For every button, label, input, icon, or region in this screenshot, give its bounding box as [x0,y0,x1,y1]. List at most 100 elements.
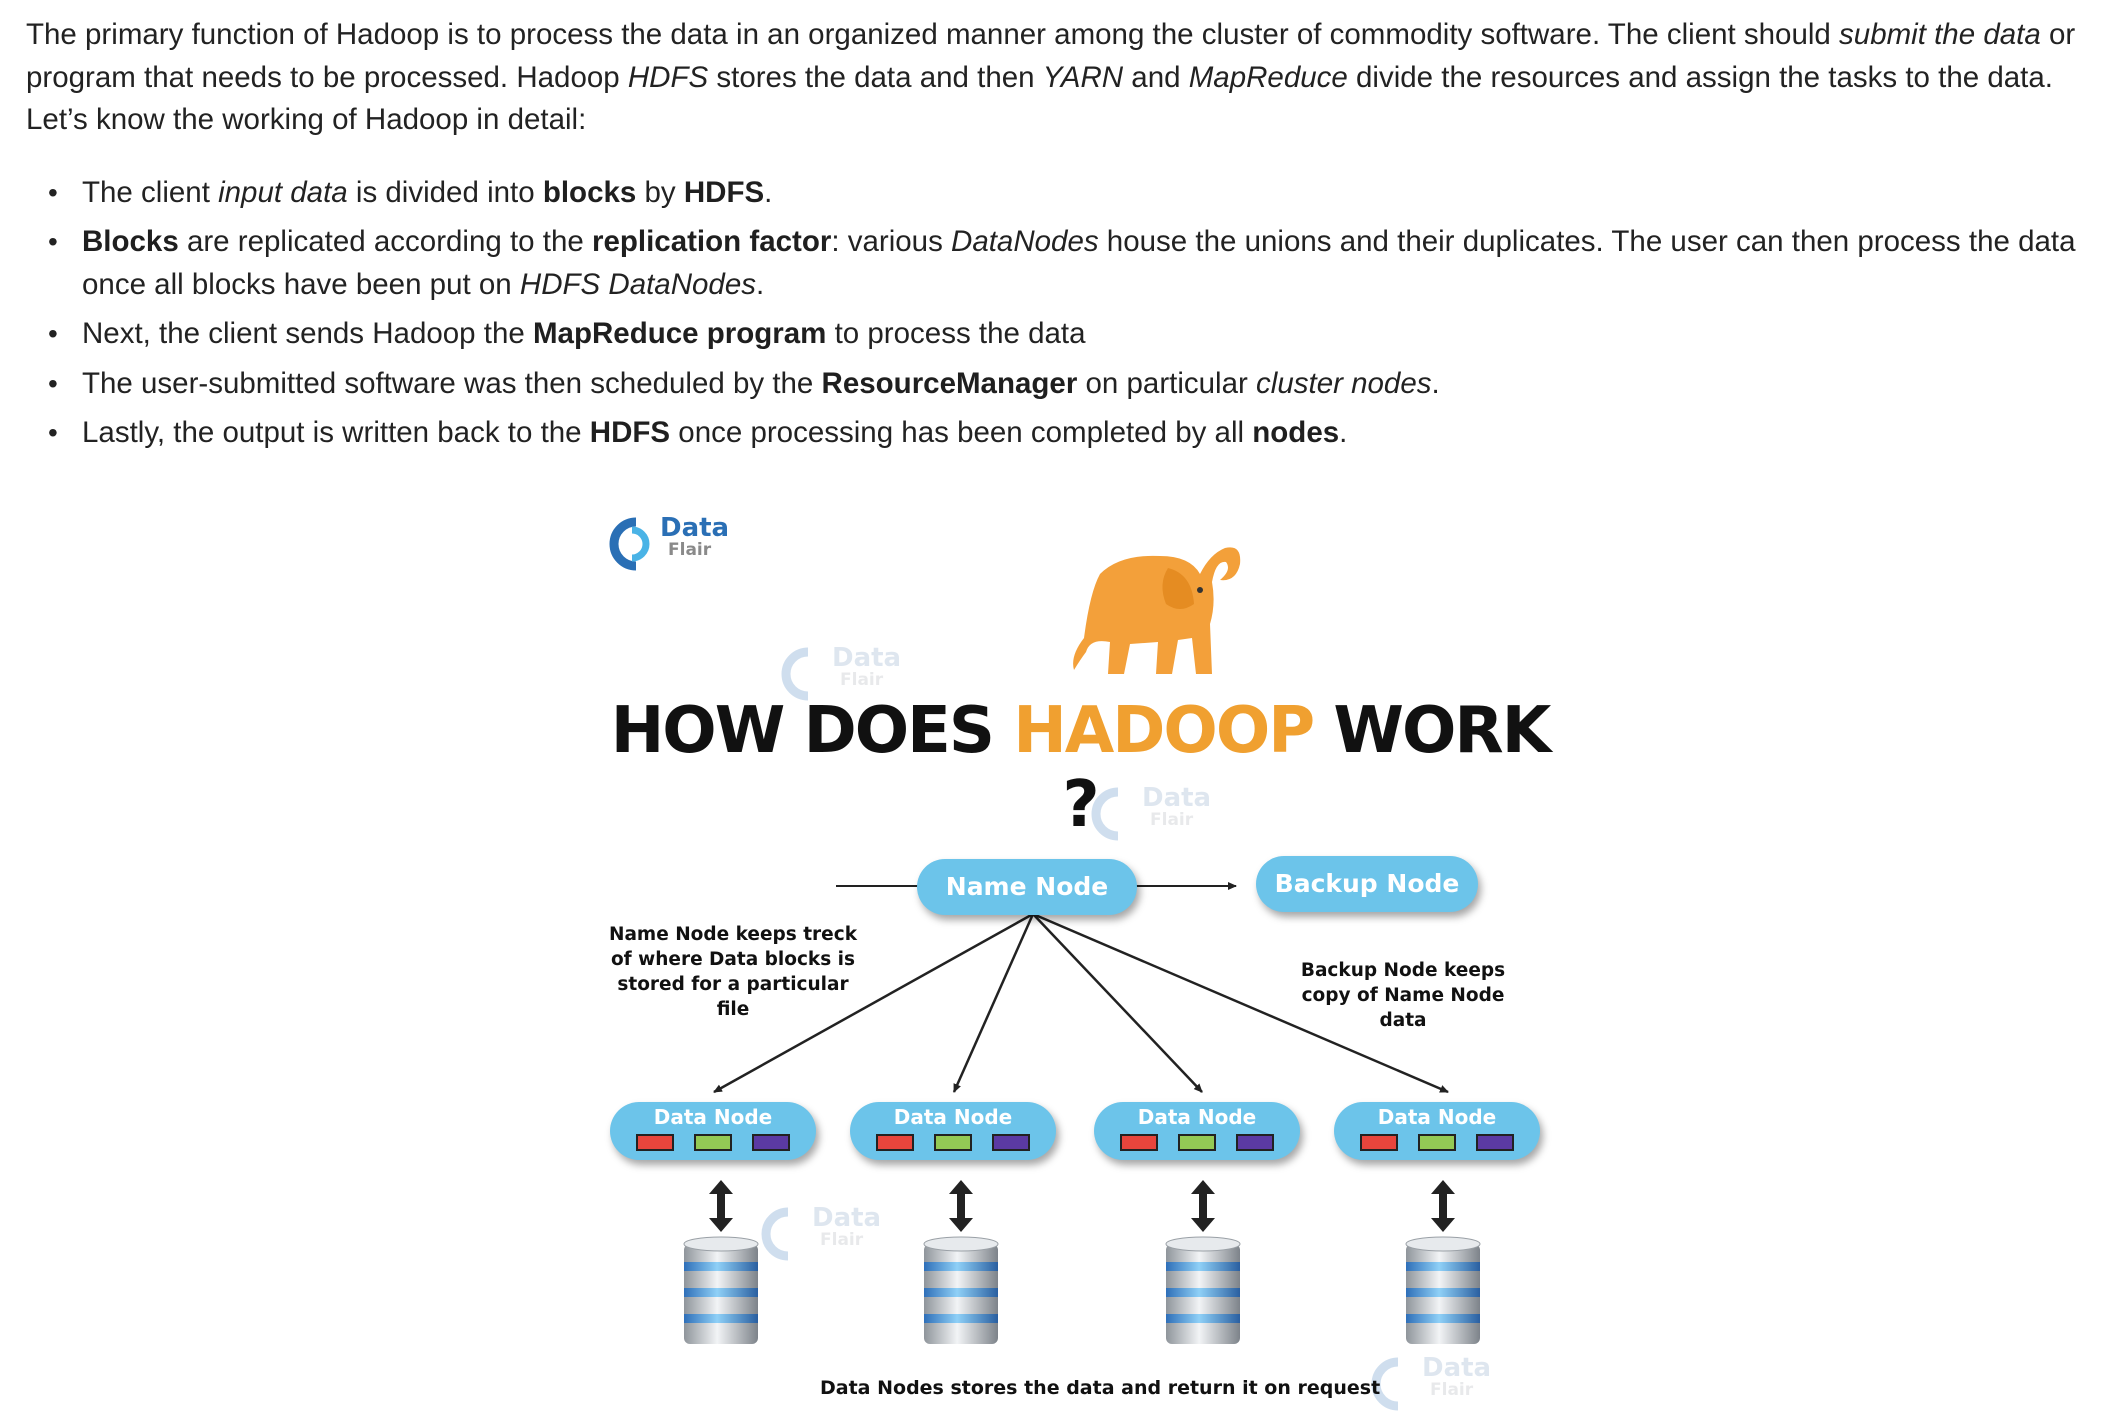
link-data-node-3 [1032,913,1203,1093]
block-green [694,1134,732,1151]
item-bold: nodes [1252,416,1340,449]
block-green [1418,1134,1456,1151]
item-bold: MapReduce program [532,317,827,350]
item-text: Next, the client sends Hadoop the [82,317,533,350]
item-bold: replication factor [592,225,832,258]
watermark-icon [781,647,809,701]
item-text: by [636,175,684,209]
name-node: Name Node [917,859,1137,915]
link-data-node-4 [1032,912,1449,1094]
watermark-line2: Flair [840,670,884,690]
title-part: WORK ? [1062,694,1551,842]
hadoop-diagram: Data Flair Data Flair Data Flair Data Fl… [600,494,1560,1412]
block-red [1120,1134,1158,1151]
intro-text: or program that needs to be processed. H… [26,18,2076,94]
watermark-logo: Data Flair [760,1202,881,1272]
double-arrow-icon [949,1180,973,1232]
list-item: Next, the client sends Hadoop the MapRed… [26,313,2106,356]
data-blocks [1094,1134,1300,1151]
data-node: Data Node [850,1102,1056,1160]
double-arrow-icon [1431,1180,1455,1232]
item-text: . [755,267,765,301]
item-text: Lastly, the output is written back to th… [82,416,590,449]
item-emphasis: input data [218,175,348,209]
item-text: . [764,175,773,209]
watermark-line1: Data [812,1203,882,1233]
database-icon [923,1236,999,1344]
intro-paragraph: The primary function of Hadoop is to pro… [26,14,2106,142]
data-node: Data Node [1094,1102,1300,1160]
watermark-line1: Data [832,643,902,673]
block-green [934,1134,972,1151]
block-green [1178,1134,1216,1151]
backup-node-note: Backup Node keeps copy of Name Node data [1300,960,1506,1031]
double-arrow-icon [709,1180,733,1232]
watermark-line1: Data [1142,783,1212,813]
data-blocks [850,1134,1056,1151]
dataflair-logo-icon [609,517,650,571]
watermark-logo: Data Flair [1370,1352,1491,1422]
watermark-line1: Data [1422,1353,1492,1383]
watermark-icon [1371,1357,1399,1411]
list-item: Blocks are replicated according to the r… [26,221,2106,306]
watermark-icon [761,1207,789,1261]
block-purple [992,1134,1030,1151]
item-emphasis: HDFS DataNodes [519,267,756,301]
item-text: The user-submitted software was then sch… [82,366,822,400]
item-bold: blocks [542,175,637,209]
logo-line1: Data [660,513,730,543]
item-text: are replicated according to the [178,225,592,258]
item-text: . [1431,366,1440,400]
intro-text: stores the data and then [708,60,1043,94]
item-text: is divided into [347,175,543,209]
link-data-node-1 [713,912,1034,1094]
link-data-node-2 [952,913,1035,1093]
watermark-line2: Flair [1150,810,1194,830]
list-item: The user-submitted software was then sch… [26,363,2106,406]
block-purple [752,1134,790,1151]
item-text: on particular [1077,366,1257,400]
backup-node: Backup Node [1256,856,1478,912]
title-part: HOW DOES [610,694,1014,768]
item-bold: ResourceManager [821,366,1078,400]
block-red [636,1134,674,1151]
intro-emphasis: submit the data [1839,18,2041,51]
item-bold: Blocks [82,225,179,258]
steps-list: The client input data is divided into bl… [26,172,2106,455]
item-text: : various [831,225,952,258]
block-red [876,1134,914,1151]
watermark-logo: Data Flair [1090,782,1211,852]
database-icon [1165,1236,1241,1344]
data-blocks [1334,1134,1540,1151]
item-emphasis: cluster nodes [1256,366,1432,400]
double-arrow-icon [1191,1180,1215,1232]
item-emphasis: DataNodes [951,225,1099,258]
data-node: Data Node [610,1102,816,1160]
watermark-line2: Flair [820,1230,864,1250]
intro-text: divide the resources and assign the task… [26,60,2053,137]
database-icon [1405,1236,1481,1344]
item-text: The client [82,175,219,209]
item-bold: HDFS [589,416,671,449]
name-node-note: Name Node keeps treck of where Data bloc… [608,924,858,1020]
data-node-label: Data Node [653,1105,773,1129]
item-text: to process the data [826,317,1086,350]
title-highlight: HADOOP [1013,694,1315,768]
watermark-icon [1091,787,1119,841]
data-node-label: Data Node [1137,1105,1257,1129]
database-icon [683,1236,759,1344]
data-node-label: Data Node [1377,1105,1497,1129]
article-body: The primary function of Hadoop is to pro… [26,14,2106,462]
block-purple [1476,1134,1514,1151]
logo-line2: Flair [668,540,712,560]
dataflair-logo: Data Flair [608,512,729,582]
intro-emphasis: HDFS [627,60,709,94]
data-blocks [610,1134,816,1151]
data-node-label: Data Node [893,1105,1013,1129]
block-purple [1236,1134,1274,1151]
intro-emphasis: YARN [1042,60,1124,94]
hadoop-elephant-icon [1073,547,1241,674]
list-item: Lastly, the output is written back to th… [26,412,2106,455]
watermark-line2: Flair [1430,1380,1474,1400]
intro-text: The primary function of Hadoop is to pro… [26,18,1840,51]
